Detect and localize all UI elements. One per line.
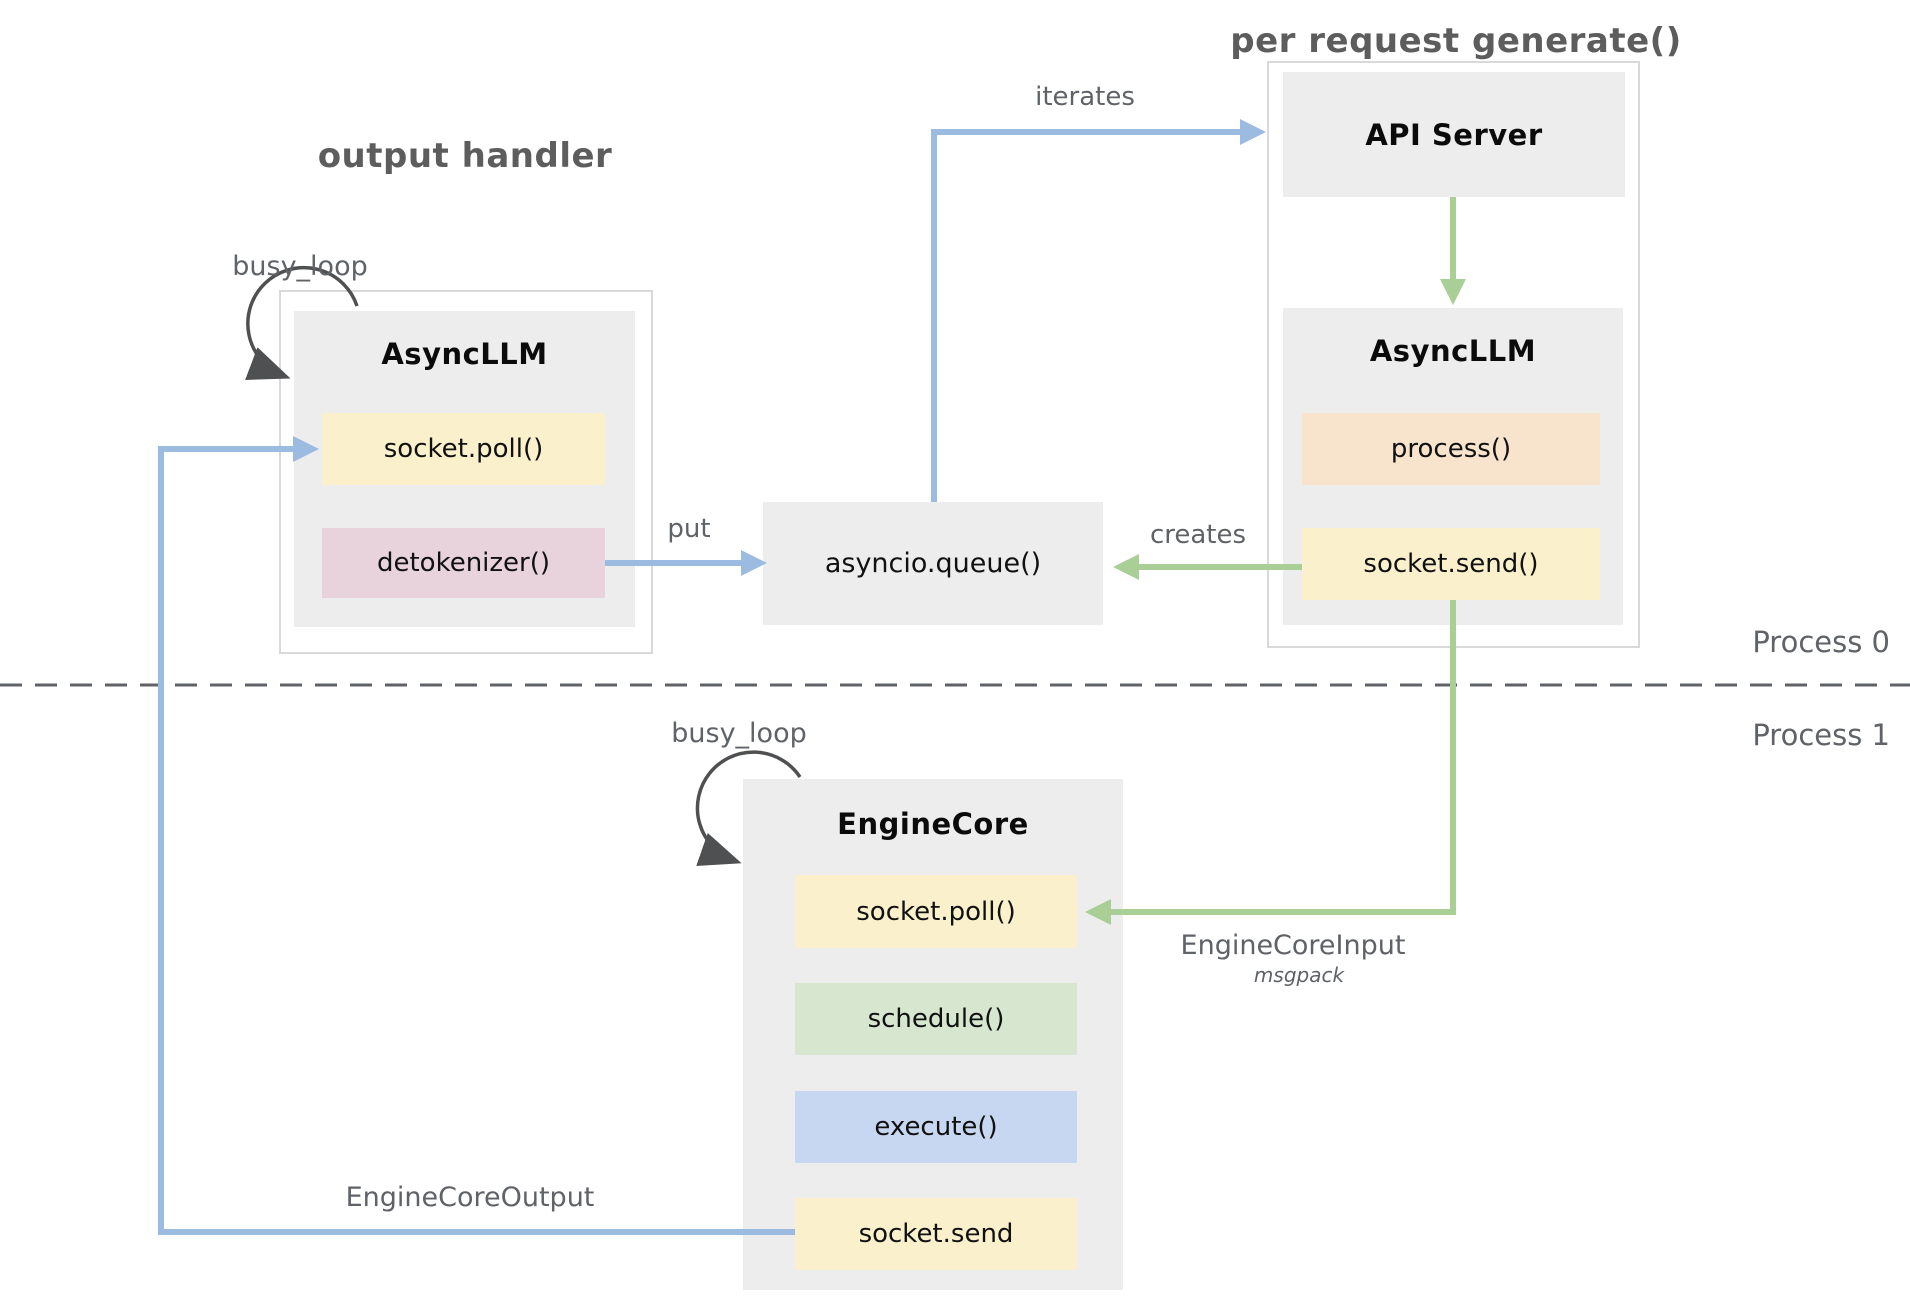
- process-1-label: Process 1: [1752, 718, 1890, 752]
- output-handler-title: output handler: [317, 136, 613, 176]
- per-request-generate-title: per request generate(): [1230, 21, 1682, 61]
- execute-method: execute(): [795, 1091, 1077, 1163]
- engine-socket-poll-method: socket.poll(): [795, 875, 1077, 948]
- api-server-title: API Server: [1365, 117, 1543, 152]
- engine-core-title: EngineCore: [837, 807, 1029, 841]
- engine-core-input-label: EngineCoreInput: [1180, 930, 1406, 961]
- busy-loop-label-bottom: busy_loop: [671, 718, 807, 749]
- process-method: process(): [1302, 413, 1600, 485]
- detokenizer-method: detokenizer(): [322, 528, 605, 598]
- busy-loop-label-top: busy_loop: [232, 251, 368, 282]
- iterates-label: iterates: [1035, 82, 1135, 112]
- engine-core-input-arrow: [1085, 600, 1456, 925]
- put-label: put: [667, 514, 711, 544]
- msgpack-label: msgpack: [1253, 963, 1345, 987]
- request-socket-send-method: socket.send(): [1302, 528, 1600, 600]
- engine-socket-send-method: socket.send: [795, 1198, 1077, 1270]
- engine-core-output-label: EngineCoreOutput: [345, 1182, 595, 1213]
- request-asyncllm-title: AsyncLLM: [1369, 334, 1537, 368]
- process-0-label: Process 0: [1752, 625, 1890, 659]
- output-asyncllm-title: AsyncLLM: [381, 337, 548, 371]
- output-socket-poll-method: socket.poll(): [322, 413, 605, 485]
- schedule-method: schedule(): [795, 983, 1077, 1055]
- api-server-panel: API Server: [1283, 72, 1625, 197]
- asyncio-queue-box: asyncio.queue(): [763, 502, 1103, 625]
- iterates-arrow: [931, 119, 1266, 502]
- creates-label: creates: [1149, 520, 1247, 550]
